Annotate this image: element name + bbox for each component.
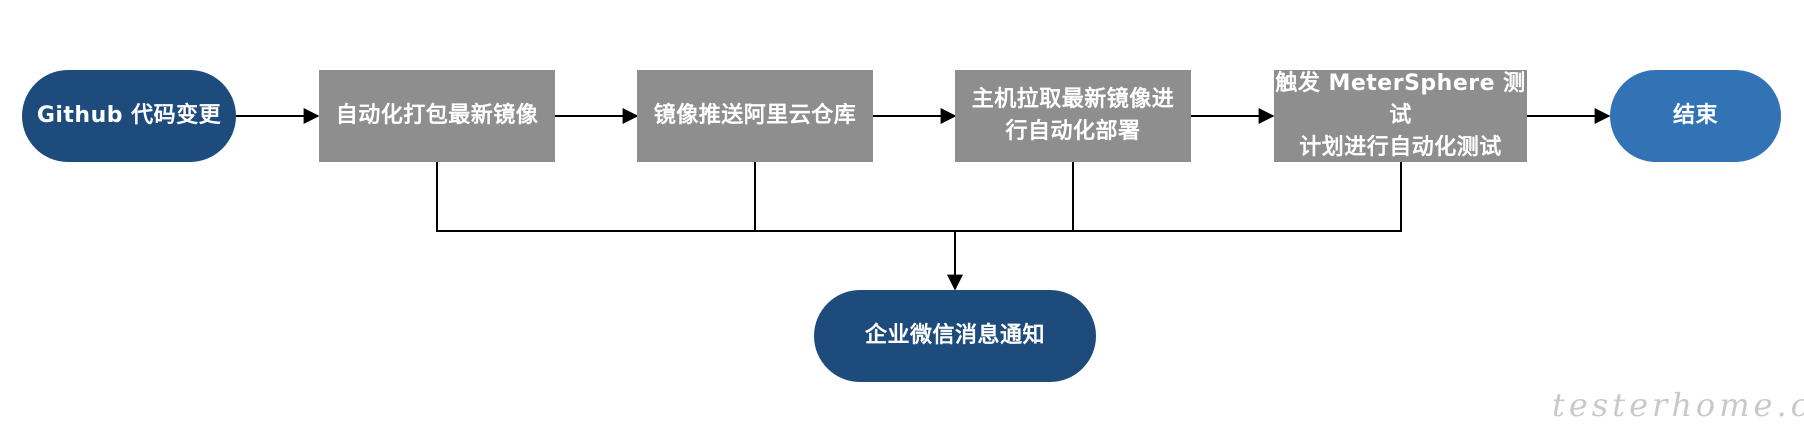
- node-start: Github 代码变更: [22, 70, 236, 162]
- node-step1: 自动化打包最新镜像: [319, 70, 555, 162]
- node-step4: 触发 MeterSphere 测试 计划进行自动化测试: [1274, 70, 1527, 162]
- watermark-text: testerhome.com: [1552, 386, 1804, 424]
- node-step2: 镜像推送阿里云仓库: [637, 70, 873, 162]
- node-end: 结束: [1610, 70, 1781, 162]
- node-step3: 主机拉取最新镜像进 行自动化部署: [955, 70, 1191, 162]
- node-notify: 企业微信消息通知: [814, 290, 1096, 382]
